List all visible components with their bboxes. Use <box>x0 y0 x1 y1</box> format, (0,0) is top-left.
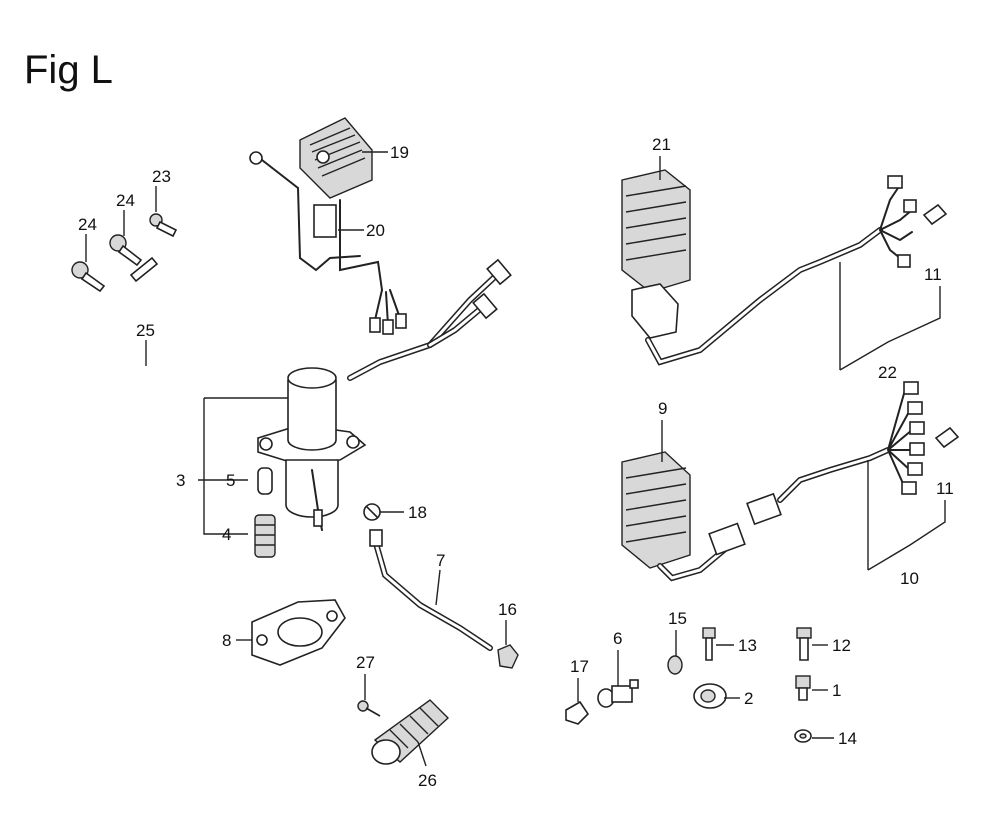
heat-sink-19 <box>299 117 373 199</box>
harness-10 <box>657 381 925 582</box>
callout-12: 12 <box>832 636 851 655</box>
clip-17 <box>565 700 590 725</box>
bracket-2 <box>693 683 727 709</box>
screw-23 <box>149 213 178 238</box>
callout-10: 10 <box>900 569 919 588</box>
callout-25: 25 <box>136 321 155 340</box>
tube-7 <box>369 529 493 651</box>
callout-16: 16 <box>498 600 517 619</box>
callout-14: 14 <box>838 729 857 748</box>
gasket-8 <box>251 599 346 666</box>
regulator-21 <box>621 169 691 339</box>
callout-27: 27 <box>356 653 375 672</box>
washer-14 <box>794 729 812 743</box>
pin-25 <box>129 256 159 283</box>
fitting-6 <box>597 679 639 708</box>
screw-27 <box>357 700 381 717</box>
screw-13 <box>702 627 716 661</box>
nut-16 <box>497 644 519 669</box>
callout-5: 5 <box>226 471 235 490</box>
harness-22 <box>645 175 917 366</box>
nut-15 <box>667 655 683 675</box>
spring-4 <box>254 514 276 558</box>
solenoid-3 <box>257 258 512 531</box>
sleeve-11-upper <box>922 203 948 226</box>
callout-4: 4 <box>222 525 231 544</box>
leader-lines <box>85 151 946 767</box>
callout-labels: 23 24 24 25 19 20 3 5 4 8 18 7 16 27 26 … <box>78 135 954 790</box>
clamp-18 <box>363 503 381 521</box>
sleeve-11-lower <box>934 426 960 449</box>
callout-2: 2 <box>744 689 753 708</box>
callout-6: 6 <box>613 629 622 648</box>
callout-22: 22 <box>878 363 897 382</box>
callout-9: 9 <box>658 399 667 418</box>
callout-8: 8 <box>222 631 231 650</box>
callout-17: 17 <box>570 657 589 676</box>
screw-12 <box>796 627 812 661</box>
pin-5 <box>257 467 273 495</box>
figure-title: Fig L <box>24 48 113 92</box>
bolt-24-upper <box>109 234 143 267</box>
callout-18: 18 <box>408 503 427 522</box>
callout-19: 19 <box>390 143 409 162</box>
callout-13: 13 <box>738 636 757 655</box>
bolt-24-lower <box>71 261 106 293</box>
regulator-9 <box>621 451 691 569</box>
callout-3: 3 <box>176 471 185 490</box>
boot-26 <box>371 699 450 765</box>
callout-26: 26 <box>418 771 437 790</box>
callout-1: 1 <box>832 681 841 700</box>
wire-harness-20 <box>249 151 407 335</box>
callout-24-upper: 24 <box>116 191 135 210</box>
callout-21: 21 <box>652 135 671 154</box>
callout-7: 7 <box>436 551 445 570</box>
callout-15: 15 <box>668 609 687 628</box>
callout-24-lower: 24 <box>78 215 97 234</box>
callout-23: 23 <box>152 167 171 186</box>
callout-11-lower: 11 <box>936 479 954 498</box>
bolt-1 <box>795 675 811 701</box>
callout-20: 20 <box>366 221 385 240</box>
callout-11-upper: 11 <box>924 265 942 284</box>
